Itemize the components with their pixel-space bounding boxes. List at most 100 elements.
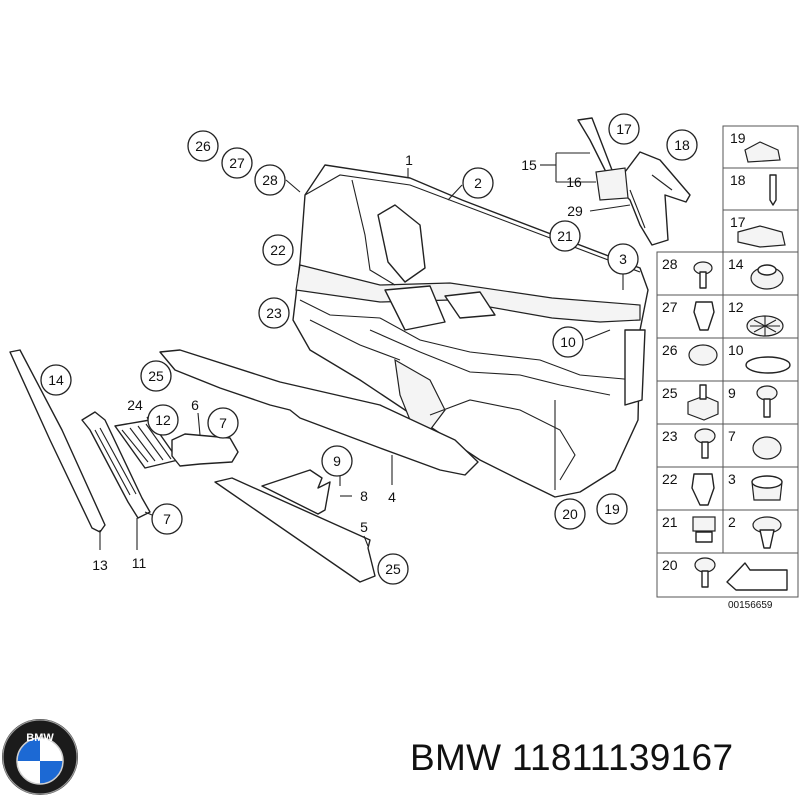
svg-text:25: 25	[385, 561, 401, 577]
svg-text:25: 25	[662, 385, 678, 401]
callout-14: 14	[40, 364, 72, 396]
label-8: 8	[360, 488, 368, 504]
svg-text:20: 20	[662, 557, 678, 573]
stud-icon	[769, 174, 777, 206]
svg-text:14: 14	[48, 372, 64, 388]
reference-code: 00156659	[728, 600, 773, 611]
svg-text:19: 19	[604, 501, 620, 517]
callout-22: 22	[262, 234, 294, 266]
svg-text:17: 17	[730, 214, 746, 230]
screw-23-icon	[694, 428, 716, 459]
label-6: 6	[191, 397, 199, 413]
clip-22-icon	[691, 473, 715, 506]
svg-text:BMW: BMW	[26, 732, 54, 744]
plain-labels: 1 15 16 29 24 6 8 4 5 13 11	[92, 152, 583, 573]
svg-text:21: 21	[557, 228, 573, 244]
svg-text:21: 21	[662, 514, 678, 530]
svg-text:14: 14	[728, 256, 744, 272]
svg-text:27: 27	[229, 155, 245, 171]
svg-text:26: 26	[662, 342, 678, 358]
svg-text:22: 22	[662, 471, 678, 487]
bmw-logo: BMW	[2, 719, 78, 795]
label-5: 5	[360, 519, 368, 535]
svg-text:7: 7	[728, 428, 736, 444]
svg-text:23: 23	[266, 305, 282, 321]
callout-10: 10	[552, 326, 584, 358]
arrow-icon	[726, 562, 788, 591]
callout-20: 20	[554, 498, 586, 530]
callout-25a: 25	[140, 360, 172, 392]
trim-strip-14	[9, 349, 106, 533]
svg-text:2: 2	[728, 514, 736, 530]
callout-27: 27	[221, 147, 253, 179]
svg-text:20: 20	[562, 506, 578, 522]
svg-text:7: 7	[219, 415, 227, 431]
door-bracket	[577, 117, 691, 246]
svg-text:28: 28	[662, 256, 678, 272]
label-1: 1	[405, 152, 413, 168]
caption: BMW 11811139167	[410, 737, 734, 778]
svg-text:2: 2	[474, 175, 482, 191]
plug-26-icon	[688, 344, 718, 366]
label-11: 11	[132, 555, 147, 571]
svg-text:10: 10	[560, 334, 576, 350]
trim-clip-8	[261, 469, 331, 515]
label-24: 24	[127, 397, 143, 413]
callouts: 26 27 28 22 23 2 21 3 10 17 18 14 25 12 …	[40, 113, 698, 585]
svg-text:7: 7	[163, 511, 171, 527]
svg-text:12: 12	[155, 412, 171, 428]
callout-12: 12	[147, 404, 179, 436]
callout-3: 3	[607, 243, 639, 275]
lower-trim-strip	[214, 477, 376, 583]
callout-19: 19	[596, 493, 628, 525]
grommet-14-icon	[750, 264, 784, 290]
door-handle-bezel	[171, 433, 239, 467]
bracket-clip-icon	[737, 225, 786, 248]
svg-text:22: 22	[270, 242, 286, 258]
callout-7a: 7	[207, 407, 239, 439]
svg-text:19: 19	[730, 130, 746, 146]
svg-text:27: 27	[662, 299, 678, 315]
label-16: 16	[566, 174, 582, 190]
clip-2-icon	[752, 516, 782, 549]
clip-21-icon	[692, 516, 716, 543]
label-29: 29	[567, 203, 583, 219]
callout-2: 2	[462, 167, 494, 199]
svg-text:28: 28	[262, 172, 278, 188]
svg-text:3: 3	[728, 471, 736, 487]
armrest-strip	[159, 349, 479, 476]
svg-text:26: 26	[195, 138, 211, 154]
callout-26: 26	[187, 130, 219, 162]
svg-text:25: 25	[148, 368, 164, 384]
callout-28: 28	[254, 164, 286, 196]
door-trim-panel	[292, 164, 649, 498]
label-4: 4	[388, 489, 396, 505]
svg-text:9: 9	[333, 453, 341, 469]
callout-18: 18	[666, 129, 698, 161]
svg-text:3: 3	[619, 251, 627, 267]
callout-9: 9	[321, 445, 353, 477]
svg-text:10: 10	[728, 342, 744, 358]
screw-20-icon	[694, 557, 716, 588]
label-15: 15	[521, 157, 537, 173]
push-clip-27-icon	[693, 301, 715, 331]
callout-25b: 25	[377, 553, 409, 585]
svg-text:23: 23	[662, 428, 678, 444]
emblem-10-icon	[745, 356, 791, 374]
screw-28-icon	[693, 261, 713, 289]
svg-text:12: 12	[728, 299, 744, 315]
nut-clip-icon	[744, 141, 781, 163]
grommet-3-icon	[751, 475, 783, 501]
svg-text:9: 9	[728, 385, 736, 401]
star-clip-12-icon	[746, 315, 784, 337]
callout-7b: 7	[151, 503, 183, 535]
svg-text:18: 18	[730, 172, 746, 188]
nut-25-icon	[687, 384, 719, 421]
svg-text:17: 17	[616, 121, 632, 137]
label-13: 13	[92, 557, 108, 573]
svg-text:18: 18	[674, 137, 690, 153]
speaker-cover-frame	[81, 411, 151, 519]
callout-17: 17	[608, 113, 640, 145]
screw-9-icon	[756, 385, 778, 418]
